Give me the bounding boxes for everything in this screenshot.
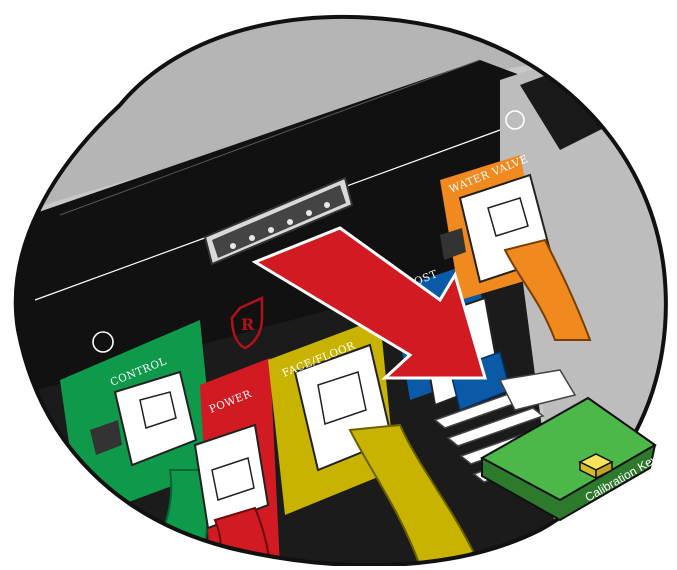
led-dot — [249, 235, 255, 241]
svg-text:R: R — [241, 315, 255, 334]
led-dot — [306, 210, 312, 216]
led-dot — [324, 202, 330, 208]
led-dot — [230, 243, 236, 249]
led-dot — [268, 227, 274, 233]
led-dot — [287, 219, 293, 225]
